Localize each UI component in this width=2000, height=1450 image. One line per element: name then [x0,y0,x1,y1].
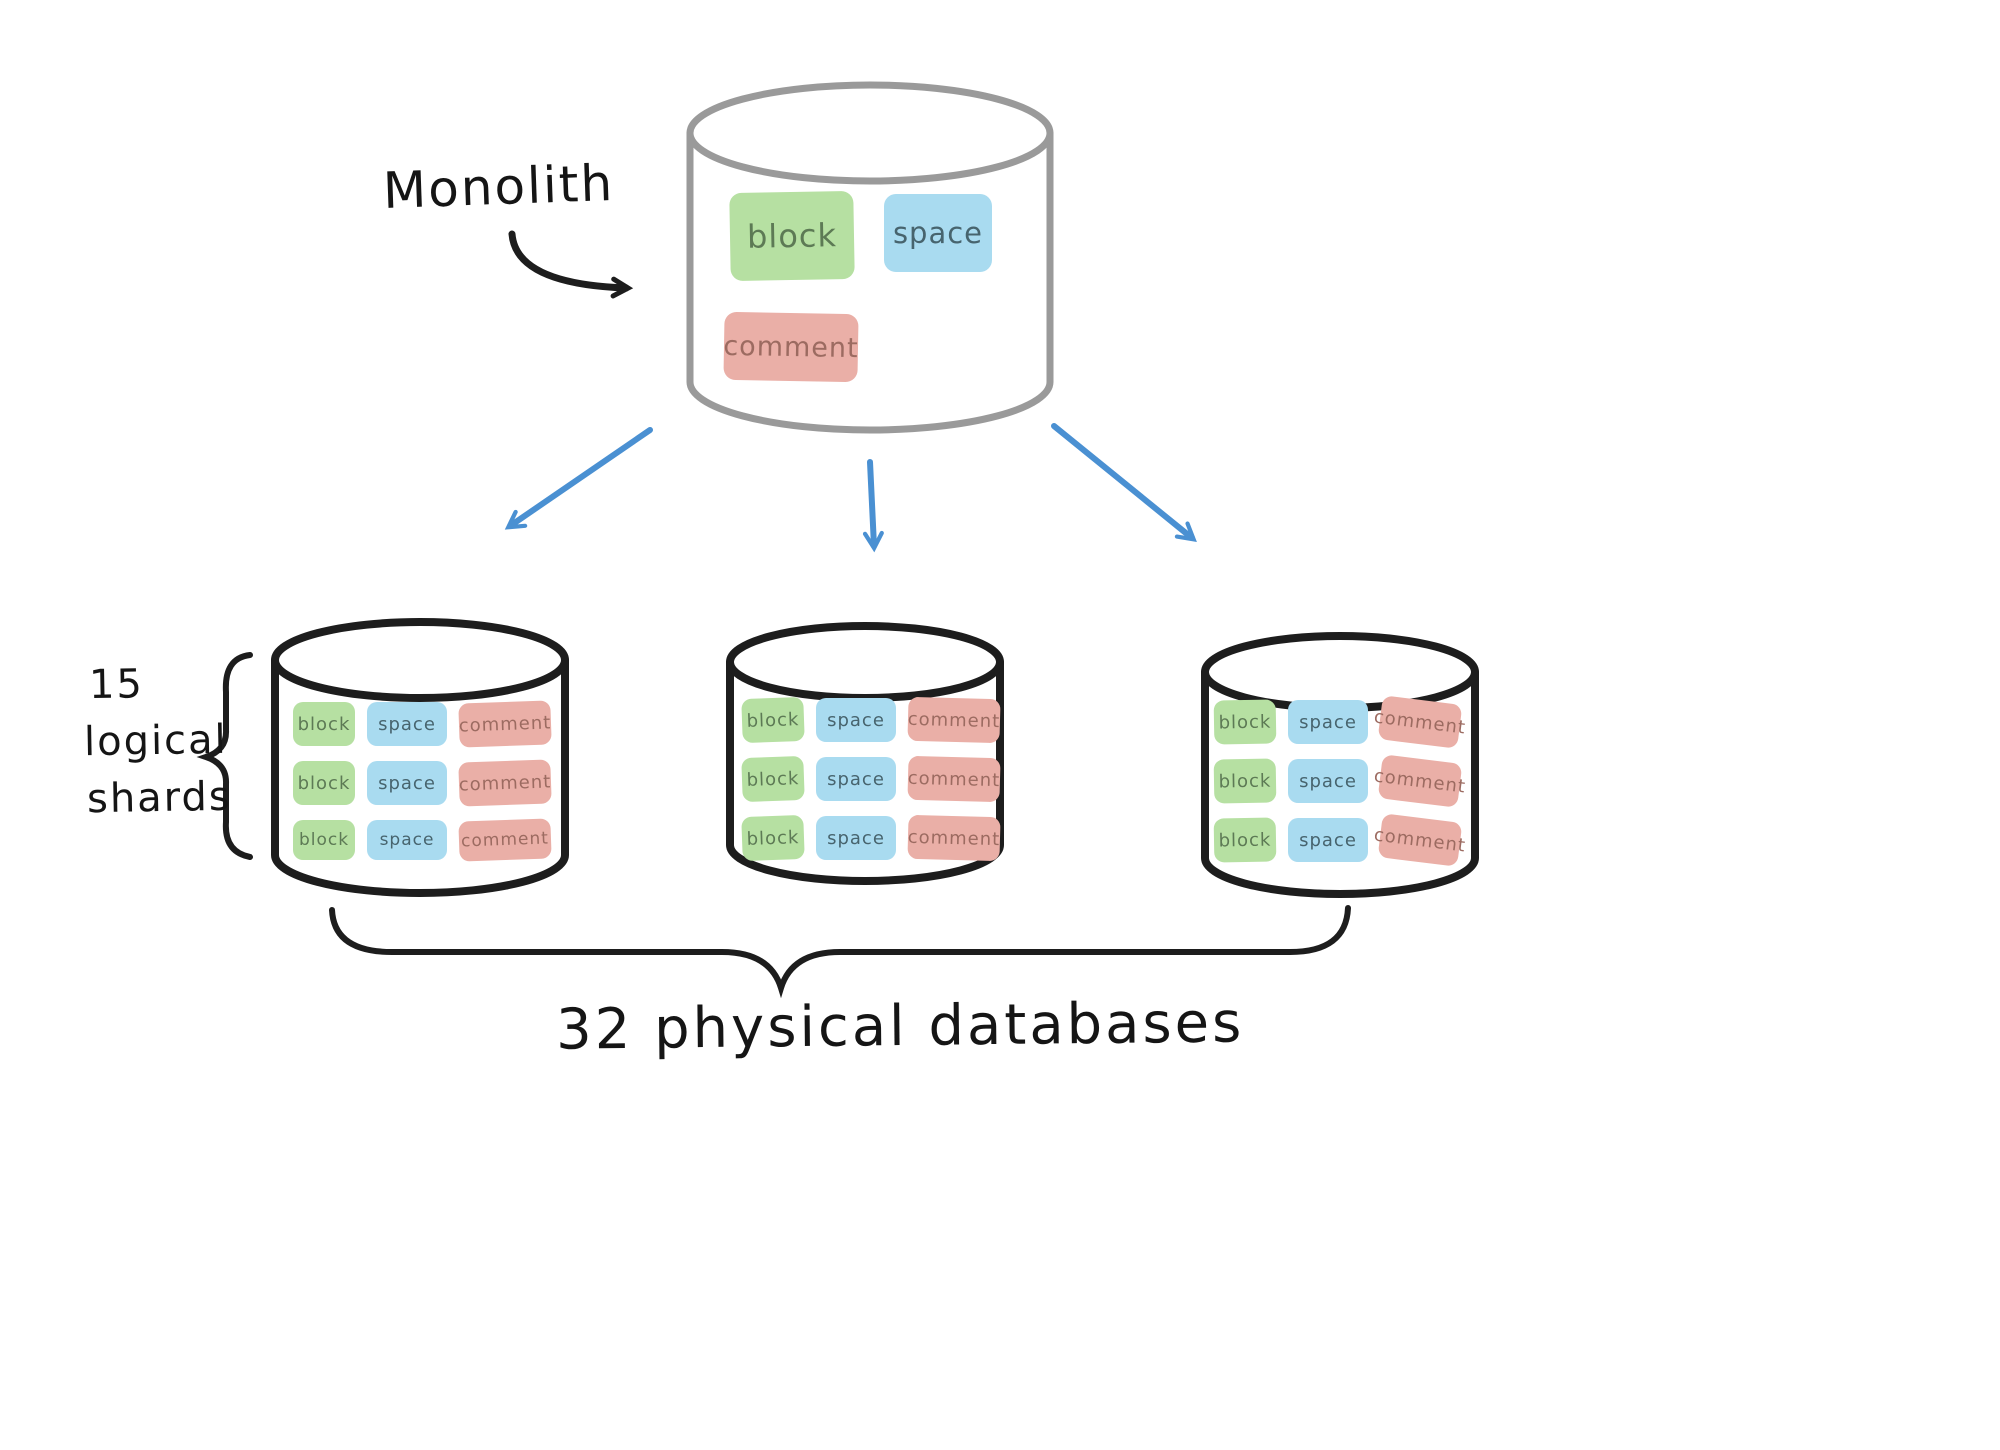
monolith-comment-chip: comment [723,311,859,383]
shard-row: block space comment [293,818,552,862]
logical-shards-note-line: shards [86,773,233,822]
shard-row: block space comment [293,759,552,807]
block-chip: block [741,755,805,803]
flow-arrow-right [1051,423,1197,542]
comment-chip: comment [907,755,1001,803]
shard-row: block space comment [741,755,1001,803]
comment-chip: comment [1373,754,1467,808]
comment-chip: comment [458,700,552,748]
monolith-block-chip: block [729,190,855,282]
block-chip: block [741,696,805,744]
block-chip: block [741,814,805,862]
physical-databases-brace [329,905,1351,999]
block-chip: block [1213,699,1277,745]
flow-arrow-left [504,427,653,530]
comment-chip: comment [907,814,1001,862]
comment-chip: comment [458,818,552,862]
space-chip: space [1288,759,1368,803]
shard-row: block space comment [1213,813,1467,867]
comment-chip: comment [458,759,552,807]
shard-row: block space comment [741,696,1001,744]
comment-chip: comment [1373,695,1467,749]
space-chip: space [1288,818,1368,862]
comment-chip: comment [907,696,1001,744]
monolith-space-chip: space [884,194,992,272]
logical-shards-note-line: logical [83,716,229,766]
block-chip: block [293,761,355,805]
space-chip: space [367,820,447,860]
shard-1-chip-grid: block space comment block space comment … [293,700,552,862]
shard-row: block space comment [1213,695,1467,749]
logical-shards-note-line: 15 [88,661,145,709]
space-chip: space [816,757,896,801]
shard-3-chip-grid: block space comment block space comment … [1213,695,1467,867]
monolith-label: Monolith [382,153,616,221]
shard-row: block space comment [741,814,1001,862]
shard-2-chip-grid: block space comment block space comment … [741,696,1001,862]
logical-shards-brace [196,652,253,860]
flow-arrow-middle [862,459,884,553]
block-chip: block [293,702,355,746]
block-chip: block [293,820,355,860]
shard-row: block space comment [1213,754,1467,808]
space-chip: space [367,702,447,746]
space-chip: space [367,761,447,805]
shard-row: block space comment [293,700,552,748]
comment-chip: comment [1373,813,1467,867]
space-chip: space [1288,700,1368,744]
block-chip: block [1213,817,1277,863]
logical-shards-note: 15 logical shards [83,655,233,828]
monolith-pointer-arrow [508,230,634,299]
space-chip: space [816,816,896,860]
block-chip: block [1213,758,1277,804]
physical-databases-note: 32 physical databases [555,990,1245,1063]
space-chip: space [816,698,896,742]
